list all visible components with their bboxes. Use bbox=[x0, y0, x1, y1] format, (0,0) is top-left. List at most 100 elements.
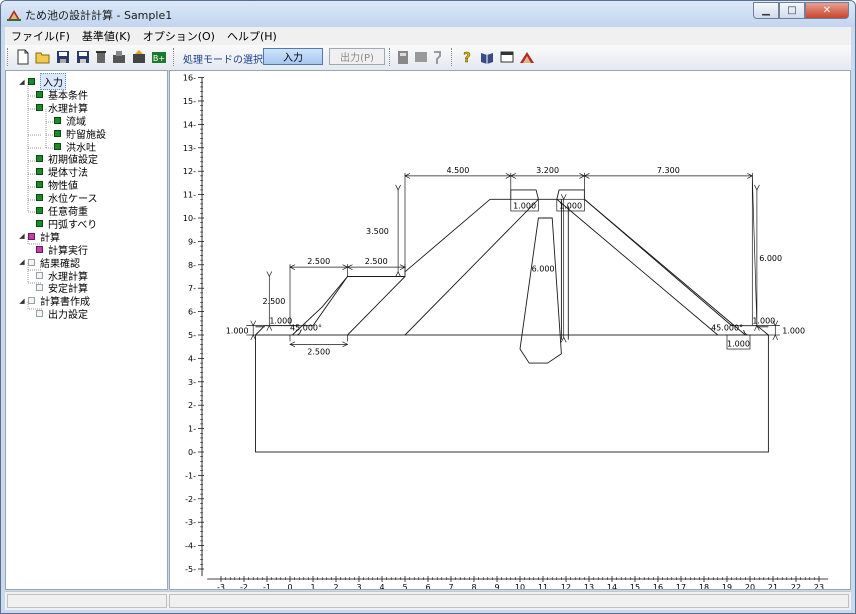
status-pane-right bbox=[169, 594, 849, 608]
expand-arrow-icon[interactable]: ◢ bbox=[19, 232, 25, 241]
x-tick-label: 15 bbox=[630, 583, 640, 589]
dimension-label: 2.500 bbox=[307, 347, 330, 356]
minimize-button[interactable]: ▁ bbox=[753, 2, 779, 19]
dimension-arrow bbox=[395, 184, 401, 191]
tree-item[interactable]: 計算実行 bbox=[36, 243, 88, 257]
dimension-label: 6.000 bbox=[759, 254, 782, 263]
status-check-icon bbox=[36, 207, 43, 214]
chart-icon[interactable] bbox=[431, 49, 447, 65]
menu-help[interactable]: ヘルプ(H) bbox=[226, 30, 277, 43]
x-tick-label: 4 bbox=[379, 583, 384, 589]
upstream-filter-line bbox=[347, 276, 406, 336]
menu-bar: ファイル(F) 基準値(K) オプション(O) ヘルプ(H) bbox=[5, 27, 851, 45]
tree-item-label: 堤体寸法 bbox=[48, 168, 88, 180]
x-tick-label: 9 bbox=[494, 583, 499, 589]
save-as-icon[interactable] bbox=[75, 49, 91, 65]
dimension-label: 4.500 bbox=[446, 166, 469, 175]
export-icon[interactable] bbox=[131, 49, 147, 65]
downstream-filter-line bbox=[556, 198, 719, 336]
tree-item[interactable]: 貯留施設 bbox=[54, 127, 106, 141]
settings-icon[interactable] bbox=[111, 49, 127, 65]
tree-item[interactable]: 流域 bbox=[54, 114, 86, 128]
y-tick-label: 14- bbox=[183, 120, 196, 129]
tree-item[interactable]: 水位ケース bbox=[36, 191, 98, 205]
mode-label: 処理モードの選択 bbox=[183, 55, 263, 66]
drawing-canvas[interactable]: -5--4--3--2--1-0-1-2-3-4-5-6-7-8-9-10-11… bbox=[169, 70, 851, 590]
upstream-inner-slope bbox=[291, 276, 348, 336]
tree-item-label: 計算 bbox=[40, 232, 60, 244]
y-tick-label: -1- bbox=[185, 471, 196, 480]
menu-file[interactable]: ファイル(F) bbox=[11, 30, 70, 43]
x-tick-label: 14 bbox=[607, 583, 617, 589]
tree-item[interactable]: 円弧すべり bbox=[36, 217, 97, 231]
tree-item[interactable]: 物性値 bbox=[36, 178, 78, 192]
x-tick-label: 19 bbox=[722, 583, 732, 589]
dimension-arrow bbox=[250, 334, 257, 341]
help-icon[interactable]: ? bbox=[459, 49, 475, 65]
tree-item[interactable]: ◢ 入力 bbox=[18, 73, 66, 90]
x-tick-label: 3 bbox=[356, 583, 361, 589]
y-tick-label: 10- bbox=[183, 214, 196, 223]
tree-item[interactable]: ◢ 計算 bbox=[18, 230, 60, 244]
dimension-arrow bbox=[754, 184, 760, 191]
tree-item-label: 流域 bbox=[66, 116, 86, 128]
extension-line bbox=[751, 175, 758, 326]
tree-item[interactable]: 基本条件 bbox=[36, 88, 88, 102]
app-logo-icon bbox=[7, 10, 21, 21]
expand-arrow-icon[interactable]: ◢ bbox=[19, 296, 25, 305]
y-tick-label: 3- bbox=[188, 378, 196, 387]
expand-arrow-icon[interactable]: ◢ bbox=[19, 77, 25, 86]
maximize-button[interactable]: □ bbox=[779, 2, 805, 19]
tree-item-label: 計算書作成 bbox=[40, 297, 90, 309]
svg-text:?: ? bbox=[463, 51, 471, 65]
x-tick-label: 0 bbox=[287, 583, 292, 589]
window-icon[interactable] bbox=[499, 49, 515, 65]
dimension-arrow bbox=[560, 194, 567, 201]
tree-item[interactable]: 初期値設定 bbox=[36, 152, 98, 166]
tree-item[interactable]: 安定計算 bbox=[36, 281, 88, 295]
dimension-label: 3.500 bbox=[366, 227, 389, 236]
dimension-arrow bbox=[510, 173, 516, 179]
status-check-icon bbox=[36, 103, 43, 111]
dimension-label: 7.300 bbox=[657, 166, 680, 175]
grid-icon[interactable] bbox=[413, 49, 429, 65]
tree-item[interactable]: 堤体寸法 bbox=[36, 165, 88, 180]
book-icon[interactable] bbox=[479, 49, 495, 65]
tree-item[interactable]: 洪水吐 bbox=[54, 140, 96, 154]
x-tick-label: 2 bbox=[333, 583, 338, 589]
import-icon[interactable]: B+ bbox=[151, 49, 167, 65]
tree-item-label: 出力設定 bbox=[48, 310, 88, 322]
x-tick-label: 1 bbox=[310, 583, 315, 589]
angle-arc-left bbox=[296, 329, 302, 336]
dimension-label: 6.000 bbox=[532, 264, 555, 273]
tree-item[interactable]: 水理計算 bbox=[36, 101, 88, 115]
output-mode-button[interactable]: 出力(P) bbox=[329, 48, 385, 65]
status-check-icon bbox=[36, 155, 43, 163]
tree-item[interactable]: 任意荷重 bbox=[36, 204, 88, 218]
tree-item-label: 入力 bbox=[40, 73, 66, 90]
tree-item[interactable]: 出力設定 bbox=[36, 307, 88, 322]
open-folder-icon[interactable] bbox=[35, 49, 51, 65]
y-tick-label: 4- bbox=[188, 354, 196, 363]
tree-item[interactable]: 水理計算 bbox=[36, 269, 88, 283]
app-icon[interactable] bbox=[519, 49, 535, 65]
expand-arrow-icon[interactable]: ◢ bbox=[19, 258, 25, 267]
save-icon[interactable] bbox=[55, 49, 71, 65]
title-bar[interactable]: ため池の設計計算 - Sample1 ▁ □ ✕ bbox=[1, 1, 855, 27]
delete-icon[interactable] bbox=[93, 49, 109, 65]
menu-options[interactable]: オプション(O) bbox=[142, 30, 215, 43]
tree-item[interactable]: ◢ 計算書作成 bbox=[18, 294, 90, 309]
new-file-icon[interactable] bbox=[15, 49, 31, 65]
tree-item[interactable]: ◢結果確認 bbox=[18, 256, 80, 270]
menu-standards[interactable]: 基準値(K) bbox=[81, 30, 131, 43]
calculator-icon[interactable] bbox=[395, 49, 411, 65]
close-button[interactable]: ✕ bbox=[805, 2, 849, 19]
tree-item-label: 貯留施設 bbox=[66, 129, 106, 141]
dimension-label: 45.000° bbox=[290, 323, 322, 332]
y-tick-label: 2- bbox=[188, 401, 196, 410]
input-mode-button[interactable]: 入力 bbox=[263, 48, 323, 65]
x-tick-label: 10 bbox=[515, 583, 525, 589]
x-tick-label: 20 bbox=[745, 583, 755, 589]
status-check-icon bbox=[36, 181, 43, 189]
